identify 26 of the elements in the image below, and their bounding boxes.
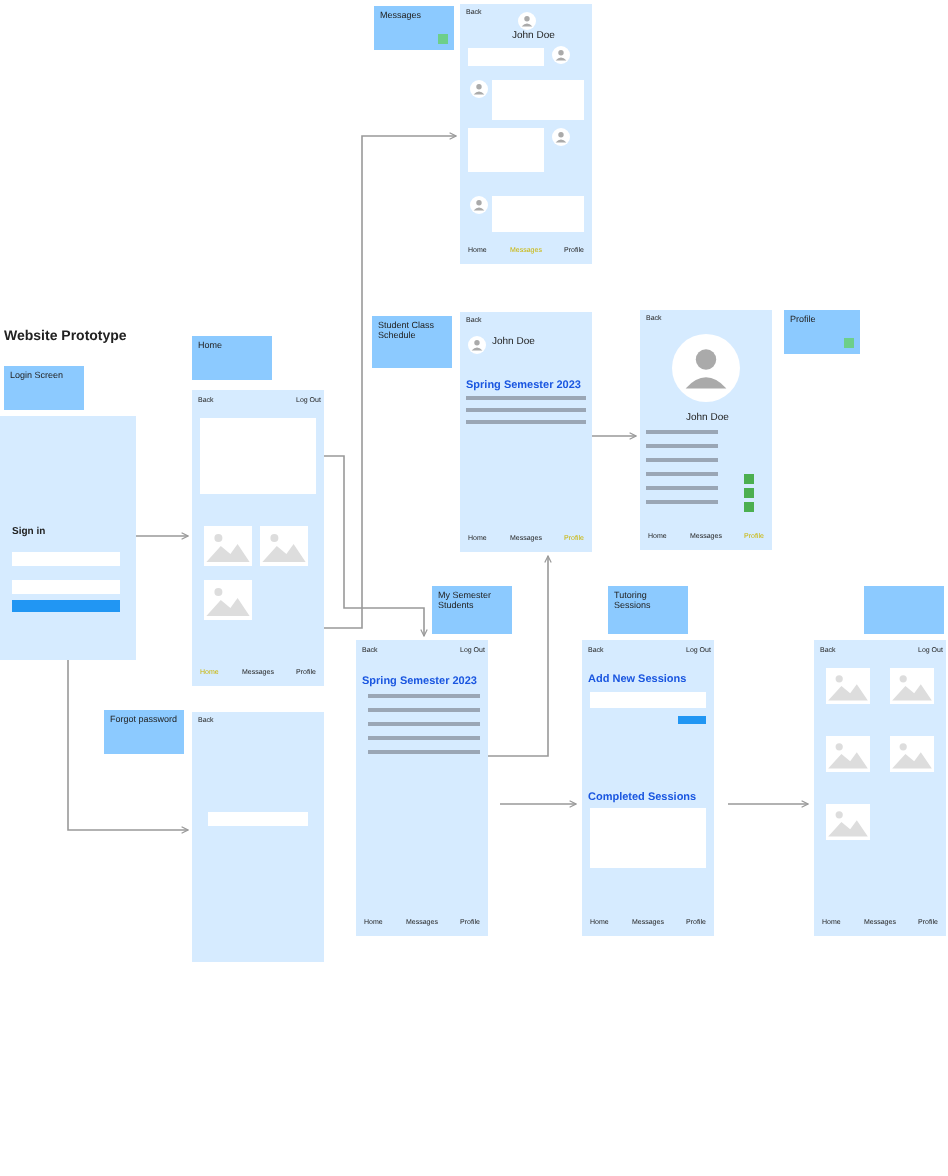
arrow: [499, 800, 577, 808]
arrow: [727, 800, 809, 808]
phone-screen: [0, 416, 136, 660]
phone-screen: [582, 640, 714, 936]
phone-screen: [192, 712, 324, 962]
sticky-note: [4, 366, 84, 410]
phone-screen: [460, 312, 592, 552]
sticky-note: [374, 6, 454, 50]
arrow: [323, 132, 457, 629]
phone-screen: [356, 640, 488, 936]
phone-screen: [192, 390, 324, 686]
phone-screen: [460, 4, 592, 264]
sticky-note: [784, 310, 860, 354]
sticky-note: [608, 586, 688, 634]
arrow: [487, 555, 552, 757]
phone-screen: [640, 310, 772, 550]
arrow: [135, 532, 189, 540]
sticky-note: [432, 586, 512, 634]
arrow: [323, 455, 428, 637]
sticky-note: [104, 710, 184, 754]
sticky-note: [864, 586, 944, 634]
arrow: [591, 432, 637, 440]
sticky-note: [192, 336, 272, 380]
sticky-note: [372, 316, 452, 368]
arrow: [67, 659, 189, 834]
phone-screen: [814, 640, 946, 936]
